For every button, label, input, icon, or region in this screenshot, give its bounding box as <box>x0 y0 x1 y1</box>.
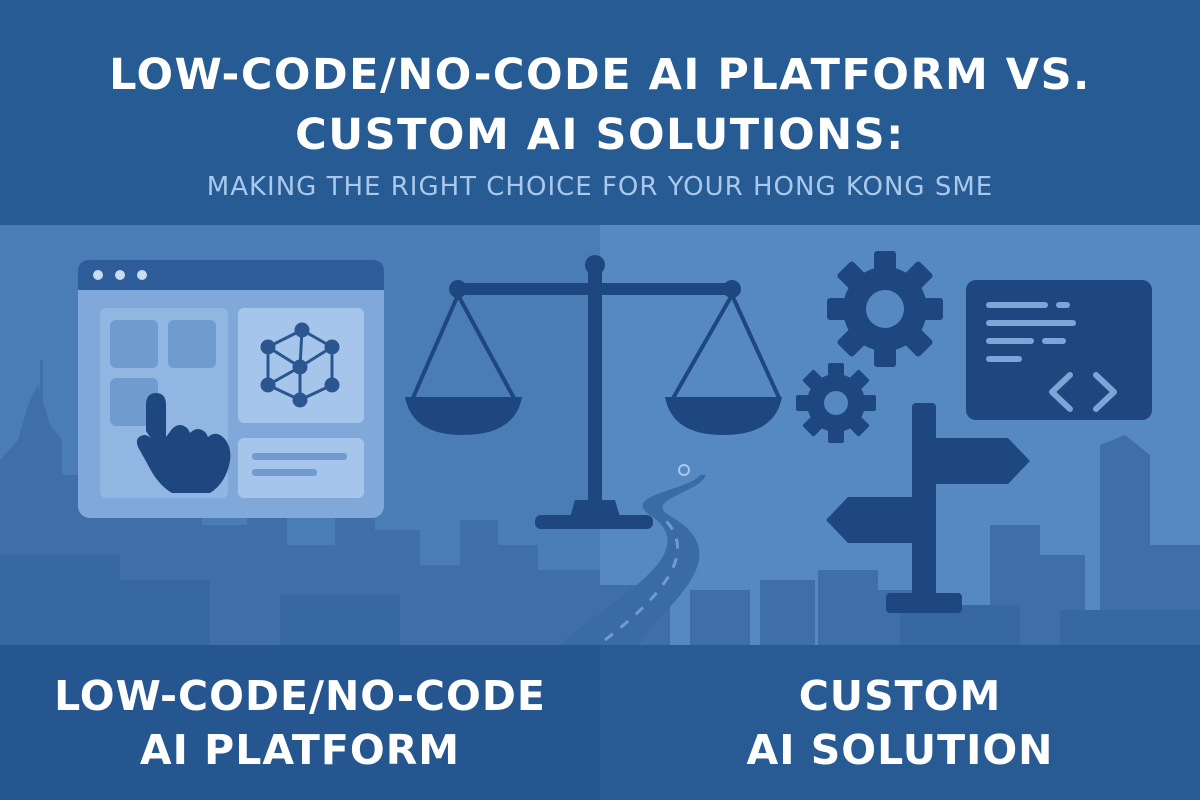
code-window-icon <box>966 280 1152 420</box>
network-graph-icon <box>260 322 340 408</box>
pointing-hand-icon <box>136 393 231 493</box>
title-line-2: CUSTOM AI SOLUTIONS: <box>295 110 905 160</box>
footer-left-line-1: LOW-CODE/NO-CODE <box>54 671 546 720</box>
footer-right-line-1: CUSTOM <box>798 671 1002 720</box>
gear-icon <box>827 251 943 367</box>
road-center-line <box>604 515 679 642</box>
road-icon <box>560 475 706 645</box>
illustration-scene <box>0 225 1200 645</box>
signpost-icon <box>826 403 1030 613</box>
footer-right-line-2: AI SOLUTION <box>746 725 1054 774</box>
city-skyline-foreground <box>0 555 1200 645</box>
footer-right-panel: CUSTOM AI SOLUTION <box>600 645 1200 800</box>
footer-labels: LOW-CODE/NO-CODE AI PLATFORM CUSTOM AI S… <box>0 645 1200 800</box>
footer-left-panel: LOW-CODE/NO-CODE AI PLATFORM <box>0 645 600 800</box>
footer-left-line-2: AI PLATFORM <box>139 725 461 774</box>
title-line-1: LOW-CODE/NO-CODE AI PLATFORM VS. <box>109 50 1091 100</box>
header-banner: LOW-CODE/NO-CODE AI PLATFORM VS. CUSTOM … <box>0 0 1200 225</box>
gear-small-icon <box>796 363 876 443</box>
balance-scale-icon <box>405 255 782 529</box>
subtitle: MAKING THE RIGHT CHOICE FOR YOUR HONG KO… <box>206 172 994 202</box>
road-marker <box>678 464 690 476</box>
